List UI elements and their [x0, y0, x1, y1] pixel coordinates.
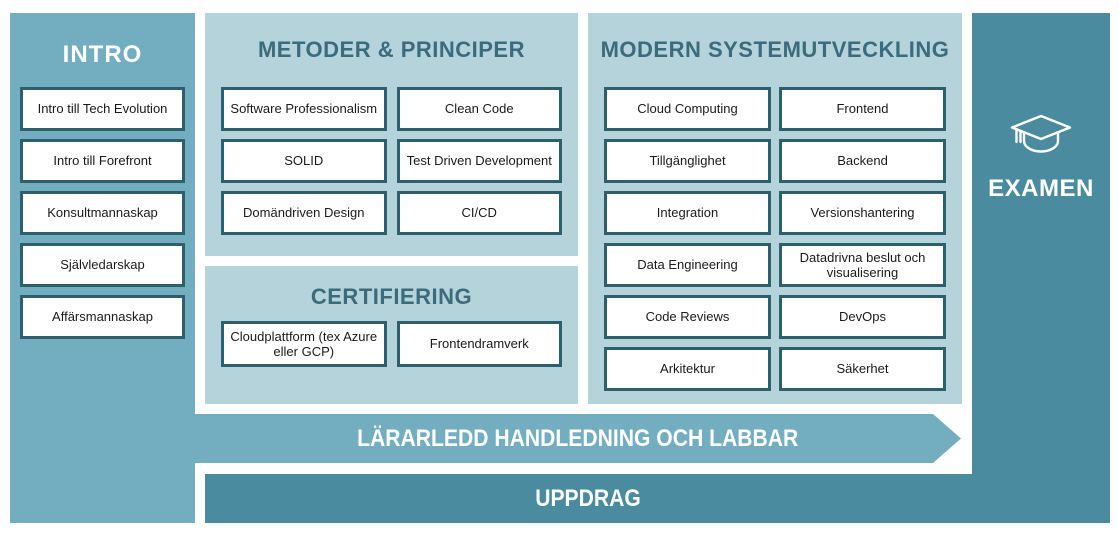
course-box-label: Cloud Computing — [637, 101, 738, 117]
course-box-label: Intro till Forefront — [53, 153, 152, 169]
intro-title: INTRO — [62, 41, 143, 68]
course-box-label: Affärsmannaskap — [52, 309, 153, 325]
course-box: Integration — [604, 191, 771, 235]
course-box: Backend — [779, 139, 946, 183]
course-box: Säkerhet — [779, 347, 946, 391]
course-box-label: Datadrivna beslut och visualisering — [799, 249, 926, 280]
modern-panel: MODERN SYSTEMUTVECKLING Cloud Computing F… — [588, 13, 962, 404]
course-box: Test Driven Development — [396, 139, 562, 183]
course-box: Cloud Computing — [604, 87, 771, 131]
course-box: Intro till Tech Evolution — [20, 87, 185, 131]
course-box-label: Domändriven Design — [243, 205, 365, 221]
course-box: Datadrivna beslut och visualisering — [779, 243, 946, 287]
course-box: Code Reviews — [604, 295, 771, 339]
course-box-label: Konsultmannaskap — [47, 205, 158, 221]
course-box: Domändriven Design — [221, 191, 387, 235]
certifiering-box-grid: Cloudplattform (tex Azure eller GCP) Fron… — [205, 321, 578, 367]
course-box-label: Cloudplattform (tex Azure eller GCP) — [230, 328, 378, 359]
certifiering-panel: CERTIFIERING Cloudplattform (tex Azure e… — [205, 266, 578, 404]
course-box: Cloudplattform (tex Azure eller GCP) — [221, 321, 387, 367]
course-box-label: Integration — [656, 205, 719, 221]
uppdrag-label: UPPDRAG — [535, 484, 642, 512]
certifiering-title: CERTIFIERING — [310, 284, 473, 309]
course-box-label: Arkitektur — [660, 361, 715, 377]
course-box: DevOps — [779, 295, 946, 339]
course-box-label: Frontend — [836, 101, 889, 117]
course-box: SOLID — [221, 139, 387, 183]
course-box-label: Tillgänglighet — [649, 153, 726, 169]
course-box-label: Frontendramverk — [429, 336, 529, 352]
course-box-label: Software Professionalism — [230, 101, 378, 117]
course-box-label: SOLID — [284, 153, 324, 169]
course-box-label: DevOps — [839, 309, 886, 325]
course-box: Data Engineering — [604, 243, 771, 287]
course-box-label: Test Driven Development — [406, 153, 552, 169]
examen-title: EXAMEN — [988, 175, 1094, 202]
course-box-label: Versionshantering — [810, 205, 915, 221]
course-box: Konsultmannaskap — [20, 191, 185, 235]
metoder-title: METODER & PRINCIPER — [257, 37, 525, 62]
guidance-arrow-label: LÄRARLEDD HANDLEDNING OCH LABBAR — [357, 424, 799, 452]
course-box: CI/CD — [396, 191, 562, 235]
course-box-label: CI/CD — [461, 205, 497, 221]
course-box: Frontend — [779, 87, 946, 131]
modern-title: MODERN SYSTEMUTVECKLING — [600, 37, 950, 62]
course-box-label: Säkerhet — [836, 361, 889, 377]
course-box: Intro till Forefront — [20, 139, 185, 183]
course-box-label: Data Engineering — [637, 257, 738, 273]
course-box-label: Backend — [837, 153, 888, 169]
course-box: Arkitektur — [604, 347, 771, 391]
course-box-label: Intro till Tech Evolution — [37, 101, 168, 117]
course-box: Affärsmannaskap — [20, 295, 185, 339]
course-box: Frontendramverk — [396, 321, 562, 367]
guidance-arrow-banner: LÄRARLEDD HANDLEDNING OCH LABBAR — [195, 414, 961, 463]
course-box-label: Clean Code — [444, 101, 514, 117]
course-box: Tillgänglighet — [604, 139, 771, 183]
course-box-label: Code Reviews — [645, 309, 730, 325]
course-box: Clean Code — [396, 87, 562, 131]
course-box-label: Självledarskap — [60, 257, 145, 273]
course-box: Software Professionalism — [221, 87, 387, 131]
course-box: Versionshantering — [779, 191, 946, 235]
examen-column: EXAMEN — [972, 13, 1110, 523]
uppdrag-bar: UPPDRAG — [205, 474, 972, 523]
course-box: Självledarskap — [20, 243, 185, 287]
metoder-panel: METODER & PRINCIPER Software Professiona… — [205, 13, 578, 256]
graduation-cap-icon — [972, 113, 1110, 159]
